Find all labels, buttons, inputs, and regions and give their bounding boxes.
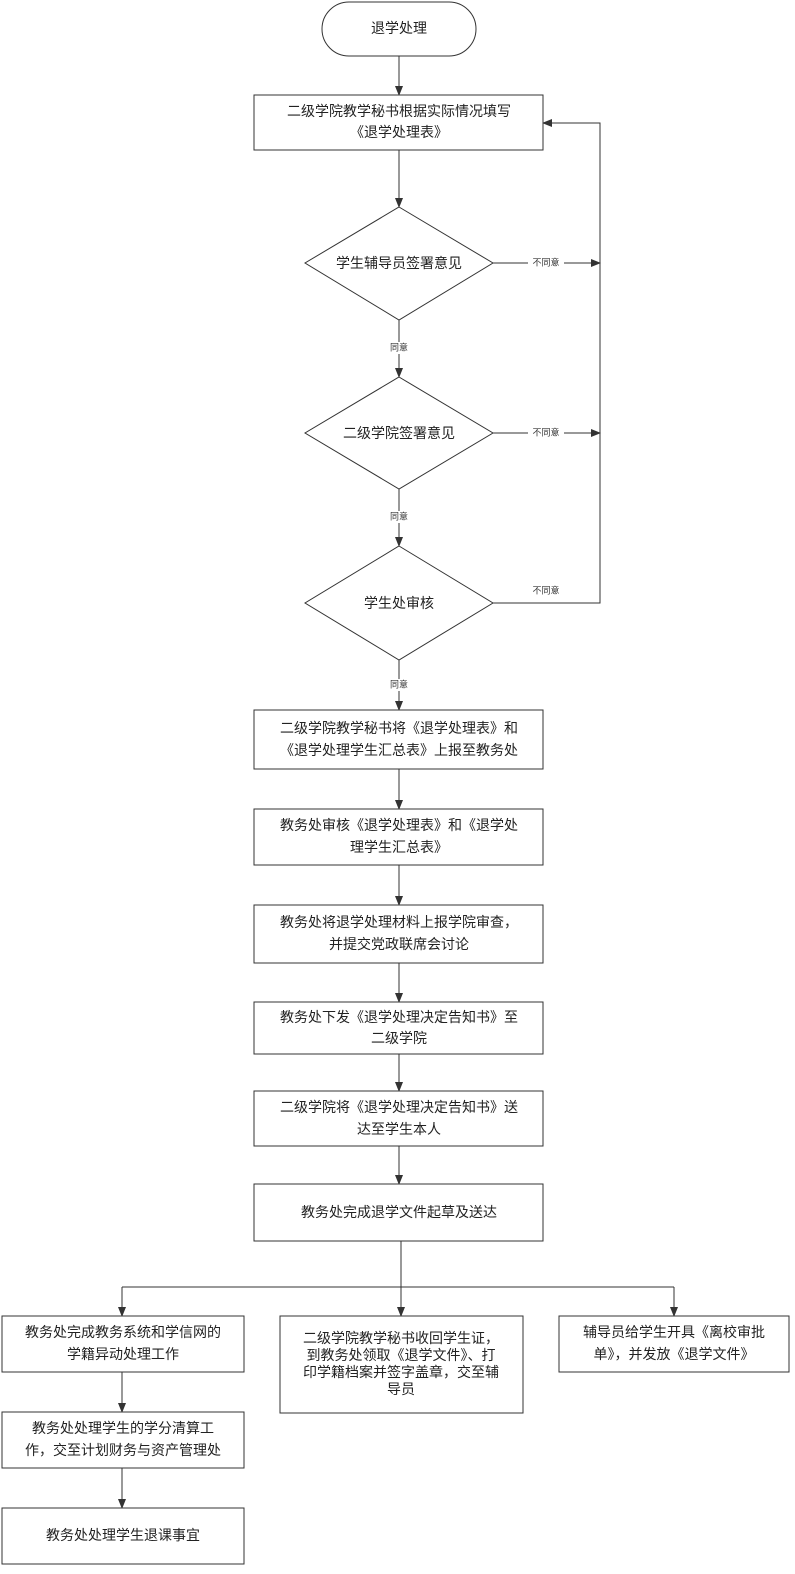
label-agree: 同意 xyxy=(390,342,408,354)
step-fill-form xyxy=(253,94,544,151)
start-label: 退学处理 xyxy=(371,21,427,37)
step-text: 《退学处理表》 xyxy=(350,125,448,141)
step-text: 到教务处领取《退学文件》、打 xyxy=(307,1347,496,1364)
label-agree: 同意 xyxy=(390,679,408,691)
step-text: 达至学生本人 xyxy=(357,1122,441,1138)
connectors xyxy=(118,56,678,1509)
step-text: 二级学院教学秘书根据实际情况填写 xyxy=(287,104,511,120)
label-disagree: 不同意 xyxy=(532,257,559,269)
step-text: 印学籍档案并签字盖章，交至辅 xyxy=(303,1364,499,1381)
label-agree: 同意 xyxy=(390,511,408,523)
decision-counselor xyxy=(304,206,494,321)
reject-loop xyxy=(493,119,601,604)
label-disagree: 不同意 xyxy=(532,427,559,439)
step-text: 辅导员给学生开具《离校审批 xyxy=(583,1324,765,1341)
step-text: 二级学院教学秘书收回学生证， xyxy=(303,1331,499,1347)
step-leave-approval xyxy=(558,1315,790,1373)
step-text: 教务处审核《退学处理表》和《退学处 xyxy=(280,818,518,834)
step-text: 导员 xyxy=(387,1382,415,1398)
step-text: 教务处处理学生退课事宜 xyxy=(46,1528,200,1544)
step-text: 学籍异动处理工作 xyxy=(67,1346,179,1363)
step-text: 理学生汇总表》 xyxy=(350,840,448,856)
step-text: 二级学院 xyxy=(371,1031,427,1047)
step-text: 教务处下发《退学处理决定告知书》至 xyxy=(280,1009,518,1026)
decision-student-affairs xyxy=(304,545,494,661)
label-disagree: 不同意 xyxy=(532,585,559,597)
step-draft-documents xyxy=(253,1183,544,1242)
step-status-change xyxy=(1,1315,245,1373)
step-deliver-notice xyxy=(253,1090,544,1147)
decision-text: 学生处审核 xyxy=(364,596,434,612)
step-text: 教务处完成教务系统和学信网的 xyxy=(25,1325,221,1341)
step-text: 单》，并发放《退学文件》 xyxy=(594,1347,755,1363)
step-text: 并提交党政联席会讨论 xyxy=(329,936,469,953)
step-course-withdrawal xyxy=(1,1507,245,1565)
step-issue-notice xyxy=(253,1001,544,1055)
step-report xyxy=(253,709,544,770)
step-review xyxy=(253,808,544,866)
start-terminator xyxy=(321,1,477,57)
step-text: 作，交至计划财务与资产管理处 xyxy=(25,1442,221,1459)
step-text: 教务处完成退学文件起草及送达 xyxy=(301,1205,497,1221)
step-credit-settlement xyxy=(1,1411,245,1469)
step-text: 教务处将退学处理材料上报学院审查， xyxy=(280,915,518,931)
step-collect-id xyxy=(279,1315,524,1414)
step-submit-committee xyxy=(253,904,544,964)
decision-text: 学生辅导员签署意见 xyxy=(336,255,462,272)
step-text: 二级学院教学秘书将《退学处理表》和 xyxy=(280,721,518,737)
decision-college xyxy=(304,376,494,490)
step-text: 教务处处理学生的学分清算工 xyxy=(32,1421,214,1437)
step-text: 二级学院将《退学处理决定告知书》送 xyxy=(280,1099,518,1116)
decision-text: 二级学院签署意见 xyxy=(343,425,455,442)
step-text: 《退学处理学生汇总表》上报至教务处 xyxy=(280,743,518,759)
